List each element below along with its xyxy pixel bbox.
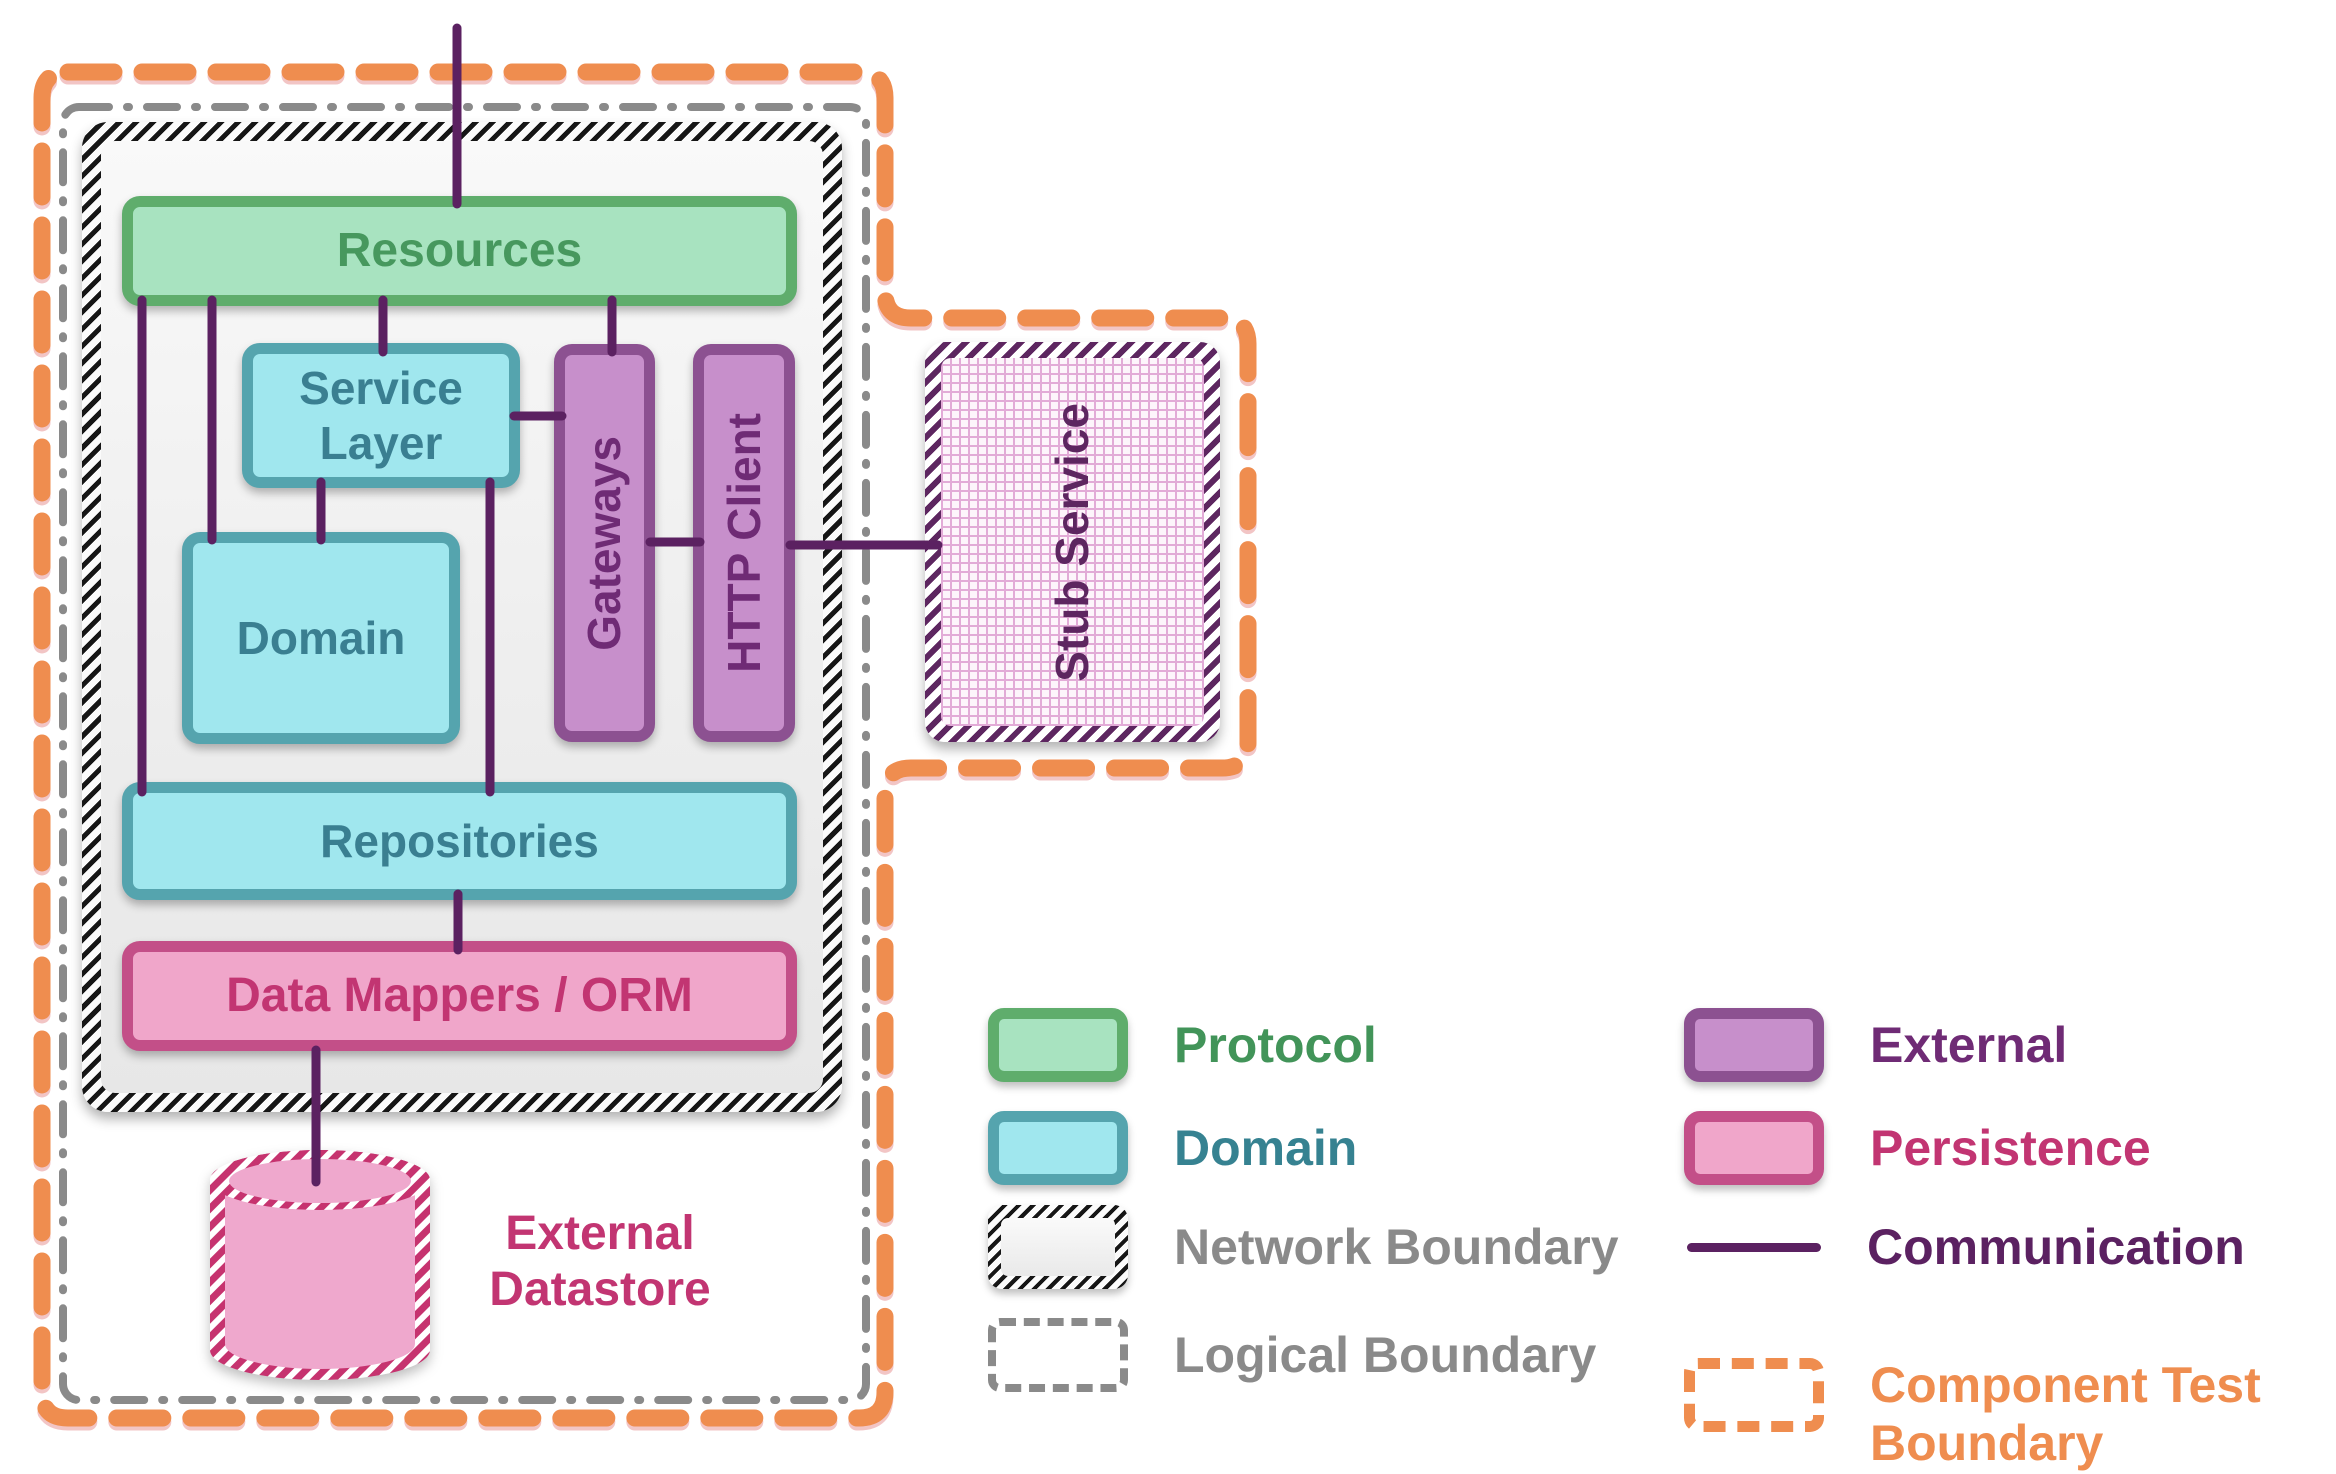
node-service-layer-label: Service Layer (299, 362, 463, 469)
external-datastore-label: External Datastore (489, 1207, 711, 1316)
legend-label-protocol: Protocol (1174, 1017, 1377, 1073)
node-http-client: HTTP Client (693, 344, 795, 742)
legend-label-communication: Communication (1867, 1219, 2245, 1275)
stub-service-box: Stub Service (925, 342, 1220, 742)
legend-swatch-domain (988, 1111, 1128, 1185)
cylinder-top-face (229, 1159, 411, 1203)
node-service-layer: Service Layer (242, 343, 520, 488)
stub-service-label: Stub Service (1045, 402, 1098, 682)
legend-swatch-communication (1687, 1242, 1821, 1252)
legend-label-component-test-boundary: Component Test Boundary (1870, 1357, 2261, 1471)
legend-row-communication: Communication (1684, 1205, 2245, 1289)
legend-swatch-persistence (1684, 1111, 1824, 1185)
legend-swatch-component-test-boundary (1684, 1358, 1824, 1432)
legend-row-network-boundary: Network Boundary (988, 1205, 1619, 1289)
stub-service-fill: Stub Service (941, 358, 1204, 726)
legend-swatch-external (1684, 1008, 1824, 1082)
node-domain-label: Domain (236, 611, 406, 664)
legend-label-persistence: Persistence (1870, 1120, 2151, 1176)
legend-row-domain: Domain (988, 1111, 1357, 1185)
node-resources: Resources (122, 196, 797, 306)
node-resources-label: Resources (336, 223, 583, 277)
legend-label-domain: Domain (1174, 1120, 1358, 1176)
legend-row-external: External (1684, 1008, 2067, 1082)
legend-label-external: External (1870, 1017, 2068, 1073)
node-data-mappers-label: Data Mappers / ORM (226, 968, 693, 1022)
node-domain: Domain (182, 532, 460, 744)
legend-label-network-boundary: Network Boundary (1174, 1219, 1619, 1275)
legend-row-persistence: Persistence (1684, 1111, 2151, 1185)
node-repositories: Repositories (122, 782, 797, 900)
node-gateways: Gateways (554, 344, 655, 742)
external-datastore-cylinder (210, 1150, 430, 1380)
node-http-client-label: HTTP Client (717, 413, 770, 673)
node-repositories-label: Repositories (320, 814, 599, 867)
legend-label-logical-boundary: Logical Boundary (1174, 1327, 1597, 1383)
legend-row-component-test-boundary: Component Test Boundary (1684, 1318, 2310, 1472)
legend-swatch-protocol (988, 1008, 1128, 1082)
legend-swatch-logical-boundary (988, 1318, 1128, 1392)
legend-row-protocol: Protocol (988, 1008, 1377, 1082)
node-data-mappers: Data Mappers / ORM (122, 941, 797, 1051)
legend-swatch-network-boundary (988, 1205, 1128, 1289)
legend-row-logical-boundary: Logical Boundary (988, 1318, 1596, 1392)
node-gateways-label: Gateways (578, 435, 631, 651)
